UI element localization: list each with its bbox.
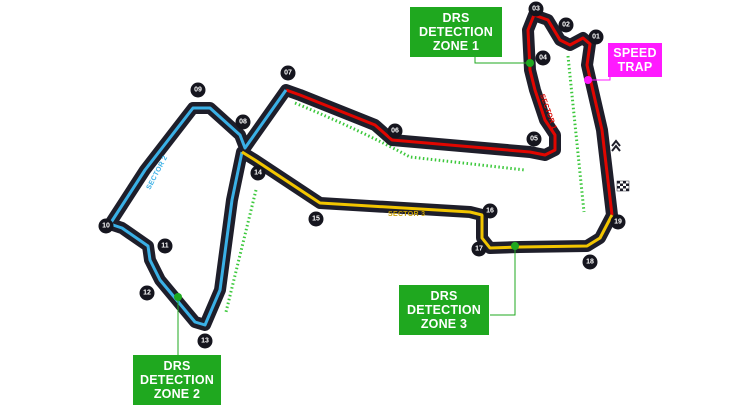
drs-zone-1-line [566, 55, 586, 213]
drs-zone-1-line2: DETECTION [418, 25, 494, 39]
turn-13-badge [197, 333, 213, 349]
drs-zone-1-label: DRS DETECTION ZONE 1 [410, 7, 502, 57]
drs-zone-2-line1: DRS [163, 359, 191, 373]
speed-trap-line1: SPEED [613, 46, 657, 60]
drs-zone-3-point [511, 242, 519, 250]
checkered-flag-icon [616, 180, 630, 192]
turn-03-number: 03 [532, 6, 540, 13]
turn-05-number: 05 [530, 136, 538, 143]
drs-zone-3-line2: DETECTION [406, 303, 482, 317]
turn-09-number: 09 [194, 87, 202, 94]
turn-14-badge [250, 165, 266, 181]
speed-trap-point [584, 76, 592, 84]
turn-03-badge [528, 1, 544, 17]
drs-zone-lines [224, 55, 586, 313]
turn-09-badge [190, 82, 206, 98]
turn-11-number: 11 [161, 243, 169, 250]
turn-07-badge [280, 65, 296, 81]
sector-3-label: SECTOR 3 [388, 211, 425, 218]
drs-zone-3-line3: ZONE 3 [420, 317, 468, 331]
turn-10-number: 10 [102, 223, 110, 230]
turn-19-badge [610, 214, 626, 230]
turn-08-number: 08 [239, 119, 247, 126]
turn-06-badge [387, 123, 403, 139]
turn-04-badge [535, 50, 551, 66]
turn-11-badge [157, 238, 173, 254]
sector-1-line [285, 13, 614, 216]
drs-zone-1-point [526, 59, 534, 67]
turn-13-number: 13 [201, 338, 209, 345]
drs-zone-3-label: DRS DETECTION ZONE 3 [399, 285, 489, 335]
turn-01-number: 01 [592, 34, 600, 41]
speed-trap-line2: TRAP [617, 60, 653, 74]
drs-zone-2-label: DRS DETECTION ZONE 2 [133, 355, 221, 405]
speed-trap-label: SPEED TRAP [608, 43, 662, 77]
drs-zone-3-line1: DRS [430, 289, 458, 303]
turn-15-badge [308, 211, 324, 227]
turn-18-badge [582, 254, 598, 270]
drs-zone-1-line1: DRS [442, 11, 470, 25]
turn-16-number: 16 [486, 208, 494, 215]
drs-zone-3-line [224, 189, 258, 313]
turn-badges: 01 02 03 04 05 06 07 08 09 10 11 12 13 14 15 16 17 18 19 [98, 1, 626, 349]
turn-16-badge [482, 203, 498, 219]
turn-06-number: 06 [391, 128, 399, 135]
drs-zone-2-line [294, 101, 526, 172]
drs-zone-1-line3: ZONE 1 [432, 39, 480, 53]
turn-17-badge [471, 241, 487, 257]
turn-04-number: 04 [539, 55, 547, 62]
turn-08-badge [235, 114, 251, 130]
turn-19-number: 19 [614, 219, 622, 226]
turn-02-number: 02 [562, 22, 570, 29]
turn-01-badge [588, 29, 604, 45]
drs-zone-2-line3: ZONE 2 [153, 387, 201, 401]
turn-14-number: 14 [254, 170, 262, 177]
turn-17-number: 17 [475, 246, 483, 253]
turn-10-badge [98, 218, 114, 234]
sector-2-line [108, 89, 288, 327]
chevron-up-icon [611, 139, 621, 152]
turn-07-number: 07 [284, 70, 292, 77]
turn-05-badge [526, 131, 542, 147]
turn-12-number: 12 [143, 290, 151, 297]
turn-02-badge [558, 17, 574, 33]
drs-zone-2-line2: DETECTION [139, 373, 215, 387]
drs-zone-2-point [174, 293, 182, 301]
turn-12-badge [139, 285, 155, 301]
turn-15-number: 15 [312, 216, 320, 223]
sector-3-line [241, 150, 614, 250]
turn-18-number: 18 [586, 259, 594, 266]
